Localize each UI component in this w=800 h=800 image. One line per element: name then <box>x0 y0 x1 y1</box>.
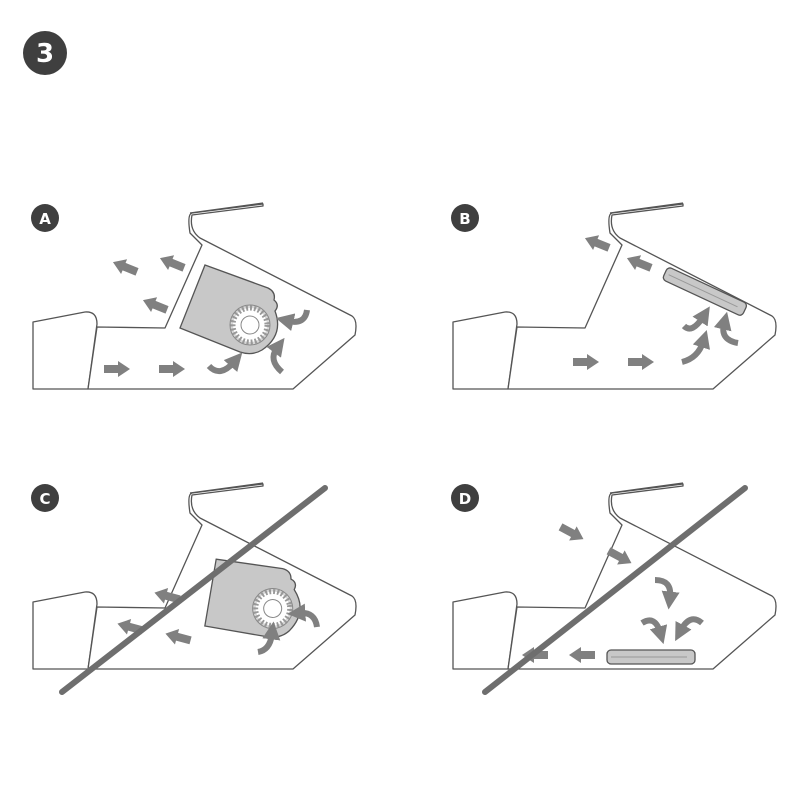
panel-a: A <box>31 202 357 390</box>
svg-text:C: C <box>39 490 50 508</box>
airflow-arrow-icon <box>556 519 588 547</box>
curved-airflow-arrow-icon <box>675 616 704 642</box>
curved-airflow-arrow-icon <box>654 577 680 610</box>
panel-label-a: A <box>31 204 59 232</box>
curved-airflow-arrow-icon <box>206 352 243 375</box>
curved-airflow-arrow-icon <box>266 337 285 375</box>
curved-airflow-arrow-icon <box>681 306 710 332</box>
airflow-arrow-icon <box>581 230 613 256</box>
flat-unit-device <box>606 649 696 665</box>
panel-label-c: C <box>31 484 59 512</box>
panel-label-d: D <box>451 484 479 512</box>
curved-airflow-arrow-icon <box>257 621 281 655</box>
curved-airflow-arrow-icon <box>287 603 320 628</box>
svg-text:D: D <box>459 490 471 508</box>
prohibited-strike-line <box>482 485 748 695</box>
vehicle-body-outline <box>452 482 777 670</box>
curved-airflow-arrow-icon <box>681 329 710 365</box>
svg-text:A: A <box>39 210 51 228</box>
svg-text:B: B <box>459 210 470 228</box>
curved-airflow-arrow-icon <box>640 617 668 645</box>
airflow-arrow-icon <box>139 292 171 318</box>
panel-b: B <box>451 202 777 390</box>
vehicle-body-outline <box>32 482 357 670</box>
prohibited-strike-line <box>59 485 328 695</box>
airflow-arrow-icon <box>156 250 188 276</box>
panel-label-b: B <box>451 204 479 232</box>
curved-airflow-arrow-icon <box>713 311 739 346</box>
curved-airflow-arrow-icon <box>275 309 310 331</box>
svg-text:3: 3 <box>36 39 54 69</box>
panel-c: C <box>31 482 357 695</box>
panel-d: D <box>451 482 777 695</box>
airflow-arrow-icon <box>109 254 141 280</box>
step-number-badge: 3 <box>23 31 67 75</box>
